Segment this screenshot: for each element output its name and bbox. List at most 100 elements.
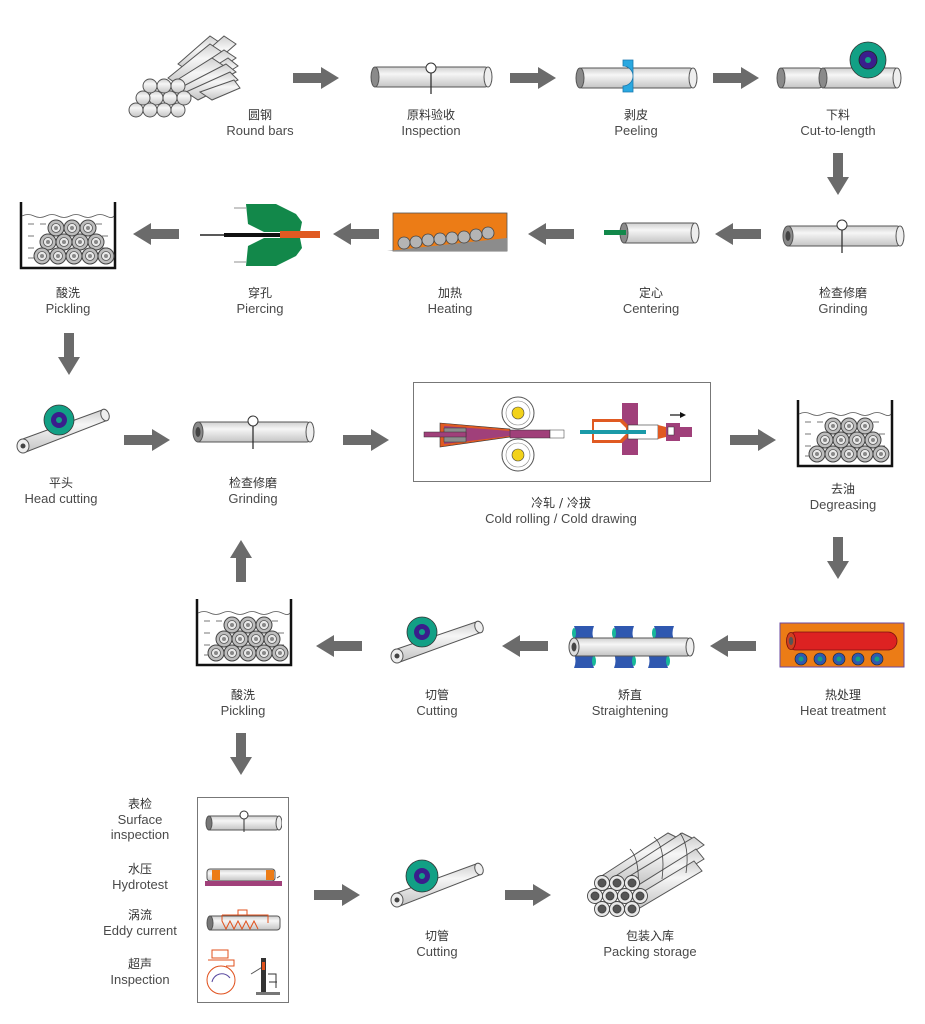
test-label-eddy-current: 涡流 Eddy current — [80, 908, 200, 938]
step-title-en: Cold rolling / Cold drawing — [485, 511, 637, 526]
step-title-en: Inspection — [401, 123, 461, 138]
step-label-cut-to-length: 下料 Cut-to-length — [748, 108, 925, 138]
step-title-en: Grinding — [228, 491, 278, 506]
step-title-en: Grinding — [818, 301, 868, 316]
step-title-zh: 切管 — [424, 929, 449, 943]
step-label-peeling: 剥皮 Peeling — [546, 108, 726, 138]
arrow-down-icon — [230, 733, 252, 775]
step-title-zh: 酸洗 — [55, 286, 80, 300]
step-title-zh: 定心 — [638, 286, 663, 300]
grinding-tube-icon — [192, 415, 315, 449]
step-title-en: Heating — [427, 301, 473, 316]
step-title-zh: 切管 — [424, 688, 449, 702]
step-title-zh: 检查修磨 — [228, 476, 277, 490]
round-bars-icon — [128, 35, 241, 118]
step-label-pickling-2: 酸洗 Pickling — [153, 688, 333, 718]
test-title-en: Surface — [117, 812, 163, 827]
step-title-en: Round bars — [226, 123, 294, 138]
piercing-mill-icon — [200, 204, 320, 266]
test-title-zh: 超声 — [127, 957, 152, 971]
test-label-hydrotest: 水压 Hydrotest — [80, 862, 200, 892]
step-label-straightening: 矫直 Straightening — [540, 688, 720, 718]
pickling-tank-icon — [19, 202, 117, 270]
step-label-inspection: 原料验收 Inspection — [341, 108, 521, 138]
arrow-right-icon — [713, 67, 759, 89]
testing-panel — [197, 797, 289, 1003]
tube-cutting-icon — [390, 616, 484, 664]
arrow-down-icon — [827, 153, 849, 195]
step-title-en: Heat treatment — [800, 703, 886, 718]
eddy-current-icon — [206, 909, 281, 931]
arrow-down-icon — [827, 537, 849, 579]
hydrotest-icon — [205, 868, 282, 886]
test-title-en: Eddy current — [103, 923, 177, 938]
step-title-en: Piercing — [236, 301, 284, 316]
packed-tubes-bundle-icon — [587, 832, 705, 917]
step-title-en: Pickling — [45, 301, 91, 316]
arrow-left-icon — [133, 223, 179, 245]
step-title-zh: 加热 — [437, 286, 462, 300]
step-title-zh: 平头 — [48, 476, 73, 490]
step-label-cutting-2: 切管 Cutting — [347, 929, 527, 959]
heat-treatment-furnace-icon — [779, 622, 905, 668]
tube-cutting-icon — [390, 859, 484, 908]
arrow-right-icon — [510, 67, 556, 89]
step-title-en: Head cutting — [24, 491, 98, 506]
test-label-ultrasonic: 超声 Inspection — [80, 957, 200, 987]
step-title-en: Centering — [622, 301, 680, 316]
ultrasonic-inspection-icon — [206, 949, 280, 995]
test-title-en: inspection — [110, 827, 170, 842]
step-title-zh: 剥皮 — [623, 108, 648, 122]
step-title-zh: 检查修磨 — [818, 286, 867, 300]
degreasing-tank-icon — [796, 400, 894, 468]
test-label-surface-inspection: 表检 Surface inspection — [80, 797, 200, 842]
arrow-right-icon — [314, 884, 360, 906]
step-label-grinding-1: 检查修磨 Grinding — [753, 286, 925, 316]
step-title-en: Straightening — [591, 703, 669, 718]
arrow-right-icon — [293, 67, 339, 89]
test-title-zh: 水压 — [127, 862, 152, 876]
step-label-degreasing: 去油 Degreasing — [753, 482, 925, 512]
test-title-en: Hydrotest — [112, 877, 168, 892]
pickling-tank-icon — [195, 599, 293, 667]
test-title-zh: 涡流 — [127, 908, 152, 922]
arrow-left-icon — [333, 223, 379, 245]
heating-furnace-icon — [387, 212, 508, 252]
arrow-down-icon — [58, 333, 80, 375]
cold-rolling-icon — [423, 396, 565, 472]
step-title-en: Degreasing — [809, 497, 877, 512]
step-title-en: Packing storage — [603, 944, 697, 959]
step-title-zh: 酸洗 — [230, 688, 255, 702]
step-title-zh: 下料 — [825, 108, 850, 122]
step-label-grinding-2: 检查修磨 Grinding — [163, 476, 343, 506]
step-title-zh: 包装入库 — [625, 929, 674, 943]
straightening-rolls-icon — [568, 626, 695, 668]
step-title-en: Peeling — [614, 123, 658, 138]
step-label-cutting-1: 切管 Cutting — [347, 688, 527, 718]
arrow-right-icon — [124, 429, 170, 451]
arrow-left-icon — [502, 635, 548, 657]
head-cutting-icon — [16, 404, 110, 454]
step-title-en: Pickling — [220, 703, 266, 718]
step-title-zh: 矫直 — [617, 688, 642, 702]
step-title-zh: 穿孔 — [247, 286, 272, 300]
cold-rolling-panel — [413, 382, 711, 482]
step-label-piercing: 穿孔 Piercing — [170, 286, 350, 316]
peeling-bar-icon — [575, 59, 698, 93]
step-title-zh: 圆钢 — [247, 108, 272, 122]
step-title-zh: 去油 — [830, 482, 855, 496]
arrow-left-icon — [715, 223, 761, 245]
step-title-en: Cutting — [416, 703, 458, 718]
arrow-up-icon — [230, 540, 252, 582]
step-label-packing-storage: 包装入库 Packing storage — [560, 929, 740, 959]
cold-drawing-icon — [580, 403, 692, 455]
cut-to-length-icon — [776, 41, 902, 89]
arrow-right-icon — [343, 429, 389, 451]
step-label-cold-rolling-drawing: 冷轧 / 冷拔 Cold rolling / Cold drawing — [431, 496, 691, 526]
step-label-pickling-1: 酸洗 Pickling — [0, 286, 158, 316]
step-title-en: Cutting — [416, 944, 458, 959]
centering-bar-icon — [604, 222, 700, 244]
step-label-heat-treatment: 热处理 Heat treatment — [753, 688, 925, 718]
arrow-left-icon — [316, 635, 362, 657]
inspection-bar-icon — [370, 62, 493, 94]
